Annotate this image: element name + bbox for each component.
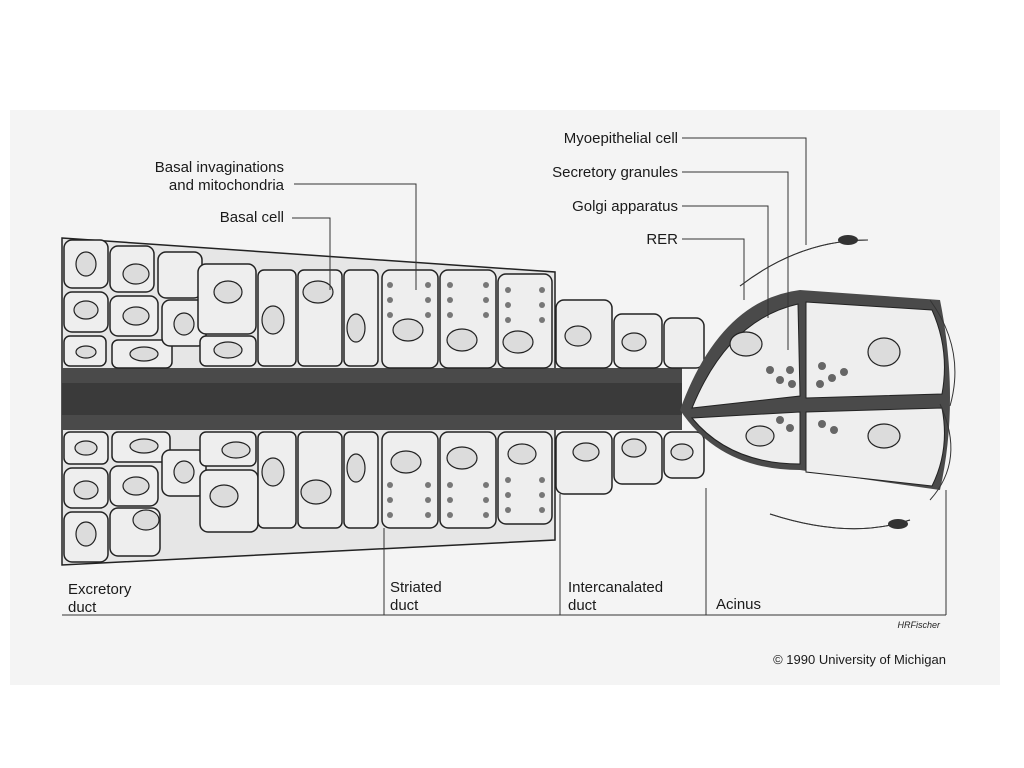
diagram-labels: Basal invaginations and mitochondria Bas… <box>68 130 946 667</box>
leader-lines <box>62 137 947 616</box>
artist-signature: HRFischer <box>897 620 941 630</box>
striated-duct-cells <box>381 269 553 529</box>
label-rer: RER <box>646 231 678 248</box>
duct-lumen <box>62 368 682 430</box>
label-golgi-apparatus: Golgi apparatus <box>572 198 678 215</box>
label-intercalated-duct-line1: Intercanalated <box>568 579 663 596</box>
label-acinus: Acinus <box>716 596 761 613</box>
label-striated-duct-line1: Striated <box>390 579 442 596</box>
label-basal-invaginations-line2: and mitochondria <box>169 177 285 194</box>
label-intercalated-duct-line2: duct <box>568 597 597 614</box>
copyright-notice: © 1990 University of Michigan <box>773 652 946 667</box>
acinus <box>680 235 956 530</box>
excretory-duct-cells-lower <box>63 431 379 563</box>
label-basal-invaginations-line1: Basal invaginations <box>155 159 284 176</box>
label-basal-cell: Basal cell <box>220 209 284 226</box>
excretory-duct-cells <box>63 239 379 369</box>
label-secretory-granules: Secretory granules <box>552 164 678 181</box>
label-myoepithelial-cell: Myoepithelial cell <box>564 130 678 147</box>
label-excretory-duct-line1: Excretory <box>68 581 132 598</box>
label-striated-duct-line2: duct <box>390 597 419 614</box>
intercalated-duct-cells <box>555 299 705 495</box>
label-excretory-duct-line2: duct <box>68 599 97 616</box>
